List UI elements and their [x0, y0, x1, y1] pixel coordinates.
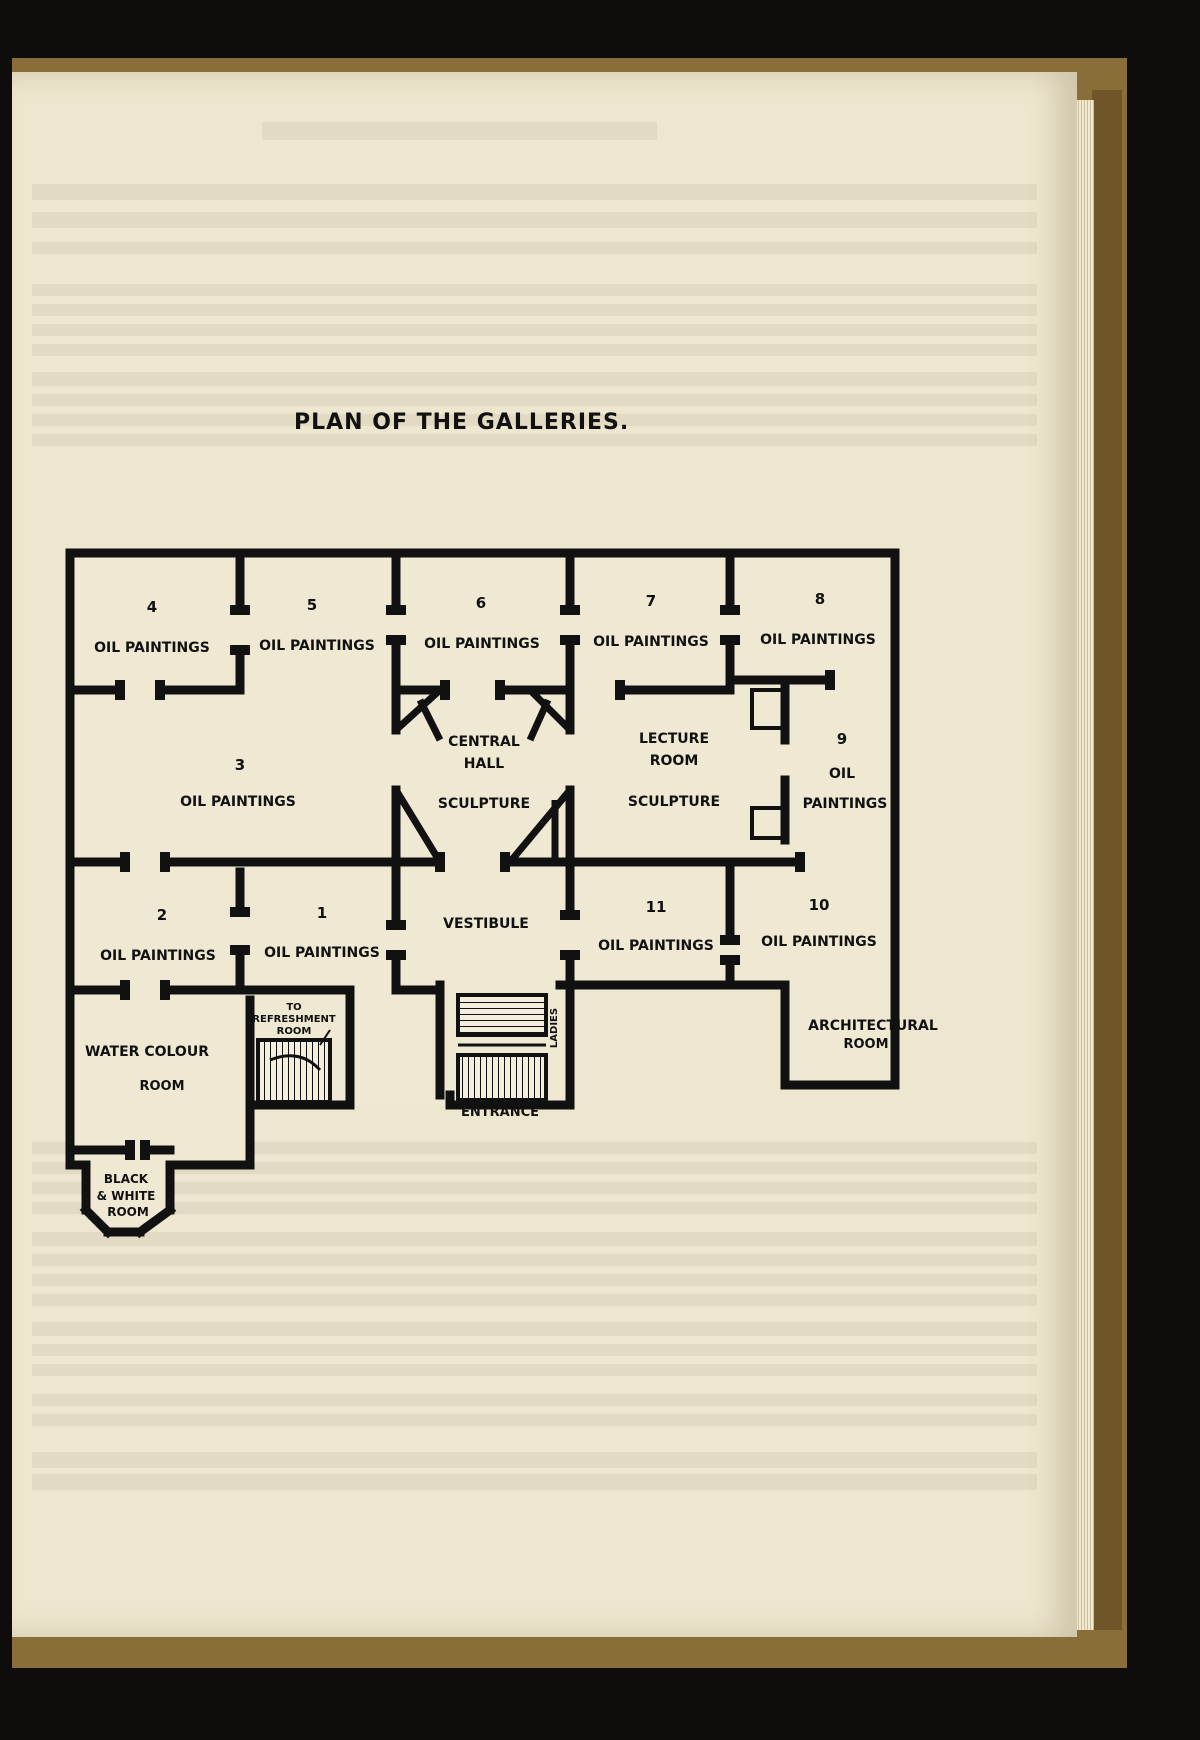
- entrance-staircase-lower: [456, 1053, 548, 1102]
- central-hall-label-3: SCULPTURE: [438, 796, 530, 812]
- room-1-number: 1: [317, 904, 327, 922]
- refreshment-label-2: REFRESHMENT: [252, 1014, 336, 1025]
- lecture-room-label-1: LECTURE: [639, 731, 709, 747]
- refreshment-label-1: TO: [286, 1002, 301, 1013]
- architectural-room-label-1: ARCHITECTURAL: [808, 1018, 938, 1034]
- room-5-label: OIL PAINTINGS: [259, 638, 375, 654]
- room-9-number: 9: [837, 730, 847, 748]
- room-1-label: OIL PAINTINGS: [264, 945, 380, 961]
- water-colour-label-1: WATER COLOUR: [85, 1044, 209, 1060]
- room-3-number: 3: [235, 756, 245, 774]
- lecture-room-label-3: SCULPTURE: [628, 794, 720, 810]
- room-11-label: OIL PAINTINGS: [598, 938, 714, 954]
- gentlemen-label: GENTLEMEN: [436, 981, 447, 1050]
- room-8-number: 8: [815, 590, 825, 608]
- show-through-text: [12, 72, 1077, 1637]
- hall-braces: [393, 687, 573, 865]
- room-2-label: OIL PAINTINGS: [100, 948, 216, 964]
- room-9-alcoves: [750, 688, 787, 840]
- architectural-room-label-2: ROOM: [843, 1037, 888, 1052]
- room-7-number: 7: [646, 592, 656, 610]
- room-9-label-2: PAINTINGS: [803, 796, 888, 812]
- refreshment-label-3: ROOM: [277, 1026, 312, 1037]
- central-hall-label-2: HALL: [464, 756, 504, 772]
- room-10-label: OIL PAINTINGS: [761, 934, 877, 950]
- black-white-label-2: & WHITE: [97, 1189, 156, 1203]
- ladies-label: LADIES: [549, 1008, 560, 1048]
- black-white-label-1: BLACK: [104, 1172, 149, 1186]
- room-4-number: 4: [147, 598, 157, 616]
- door-jambs: [115, 605, 835, 1160]
- vestibule-label: VESTIBULE: [443, 916, 529, 932]
- room-3-label: OIL PAINTINGS: [180, 794, 296, 810]
- central-hall-label-1: CENTRAL: [448, 734, 520, 750]
- room-10-number: 10: [809, 896, 830, 914]
- plan-title: PLAN OF THE GALLERIES.: [294, 410, 630, 435]
- room-6-number: 6: [476, 594, 486, 612]
- room-8-label: OIL PAINTINGS: [760, 632, 876, 648]
- entrance-label: ENTRANCE: [461, 1105, 539, 1120]
- room-2-number: 2: [157, 906, 167, 924]
- water-colour-label-2: ROOM: [139, 1079, 184, 1094]
- room-6-label: OIL PAINTINGS: [424, 636, 540, 652]
- room-11-number: 11: [646, 898, 667, 916]
- book-spine-edge: [1092, 90, 1122, 1630]
- room-4-label: OIL PAINTINGS: [94, 640, 210, 656]
- refreshment-arrow: [319, 1029, 331, 1046]
- entrance-staircase-upper: [456, 993, 548, 1037]
- walls: [65, 548, 900, 1239]
- lecture-room-label-2: ROOM: [650, 753, 699, 769]
- black-white-label-3: ROOM: [107, 1205, 149, 1219]
- refreshment-staircase: [256, 1038, 332, 1104]
- room-9-label-1: OIL: [829, 766, 855, 782]
- room-7-label: OIL PAINTINGS: [593, 634, 709, 650]
- room-5-number: 5: [307, 596, 317, 614]
